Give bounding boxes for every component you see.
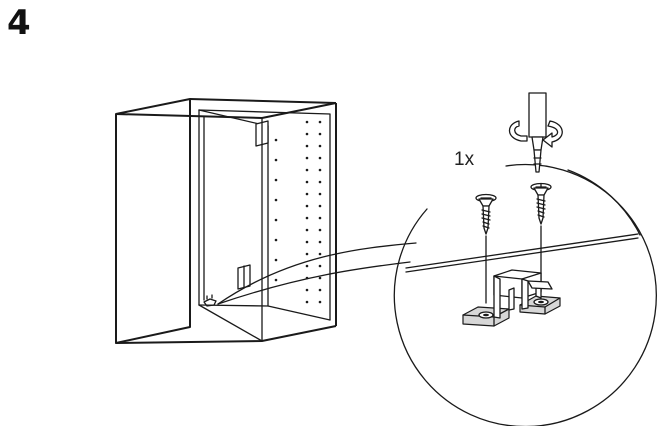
step-number: 4 <box>7 3 31 43</box>
quantity-label: 1x <box>454 149 475 170</box>
clockwise-rotation-arrow <box>508 120 563 148</box>
suspension-bracket <box>462 269 561 327</box>
shelf-pin-holes <box>274 120 322 304</box>
wall-cabinet-frame <box>115 98 337 344</box>
screwdriver-icon <box>528 92 547 173</box>
wood-screw-icon <box>475 193 497 235</box>
callout-pointer <box>217 242 417 305</box>
wood-screw-icon <box>530 182 552 225</box>
detail-circle <box>393 163 657 426</box>
